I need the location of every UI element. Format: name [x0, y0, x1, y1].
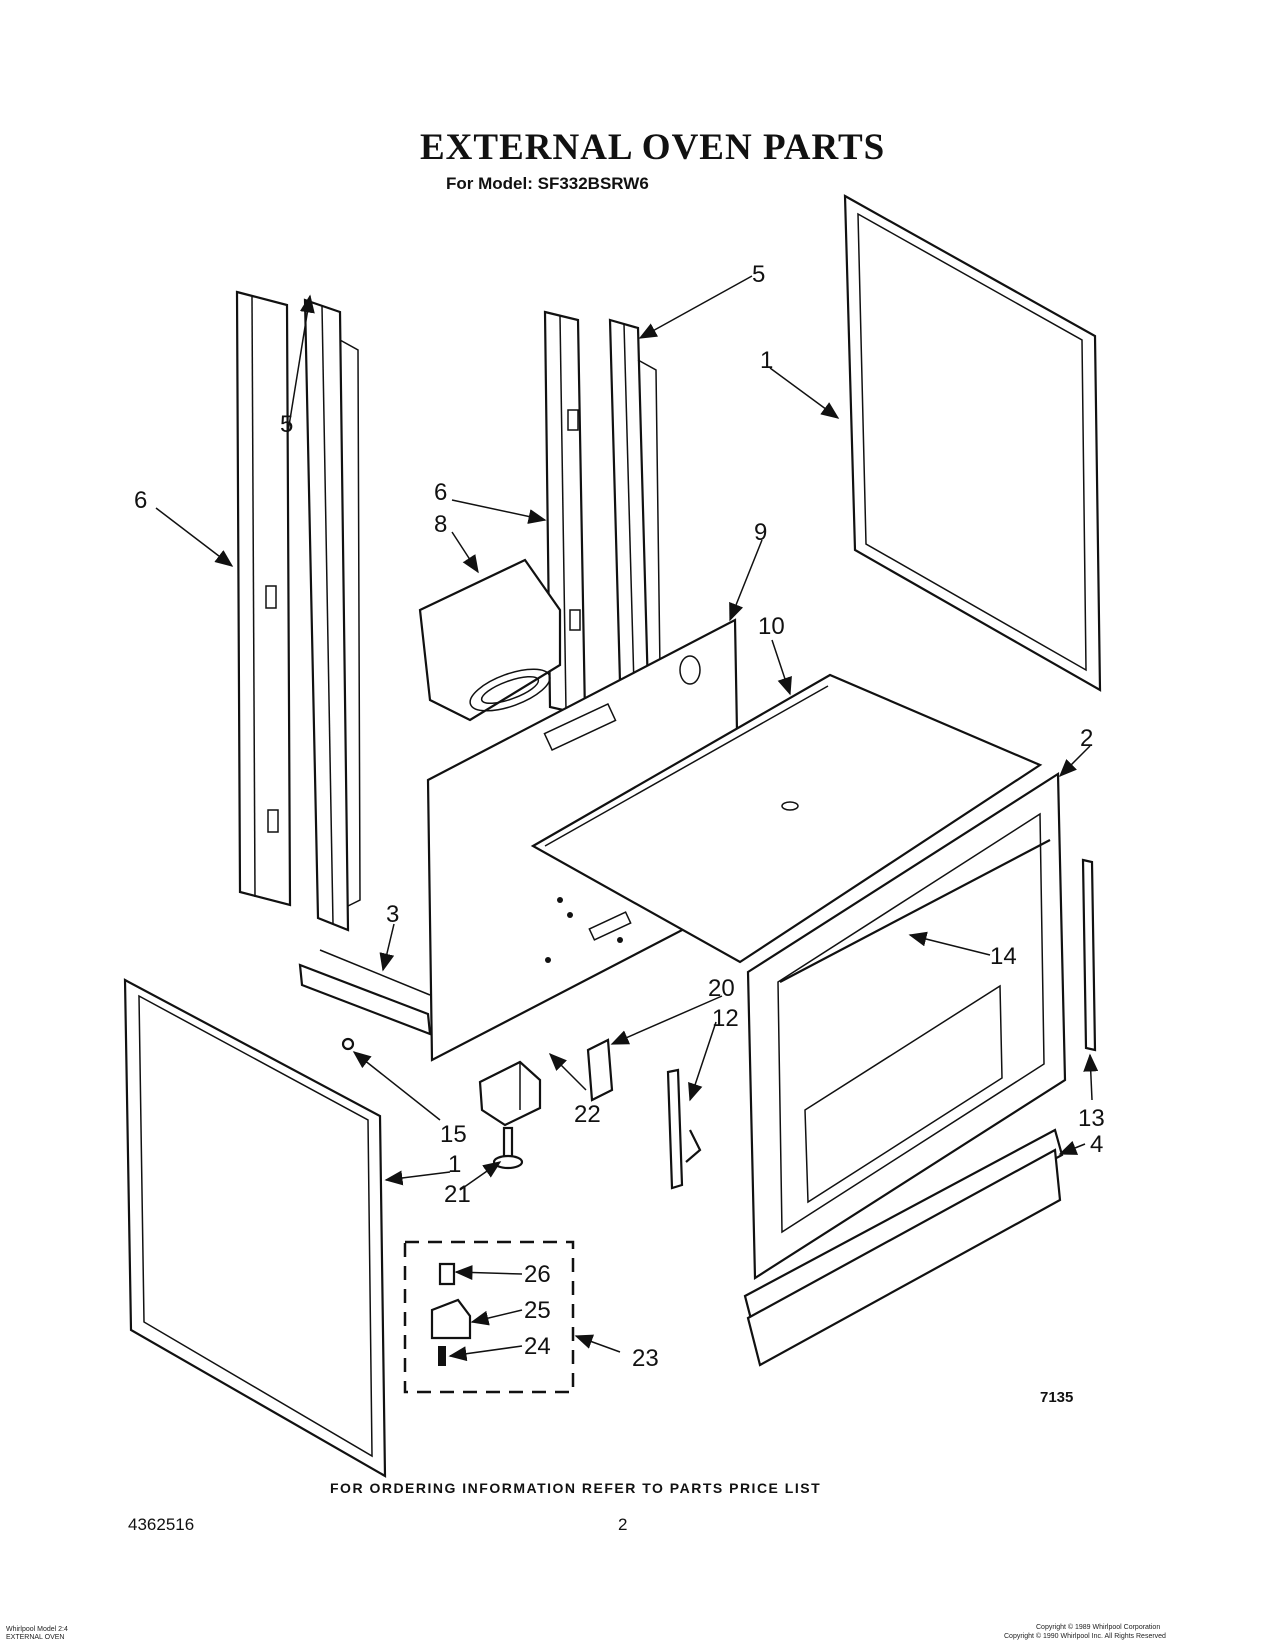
footer-small-right-1: Copyright © 1989 Whirlpool Corporation	[1036, 1624, 1161, 1631]
kit-box-23	[403, 1240, 575, 1394]
oven-front-frame-2	[746, 772, 1067, 1280]
side-strip-13	[1081, 858, 1097, 1052]
callout-14: 14	[990, 943, 1017, 970]
document-number: 4362516	[128, 1515, 195, 1534]
callout-4: 4	[1090, 1131, 1103, 1158]
figure-number: 7135	[1040, 1389, 1074, 1406]
ordering-note: FOR ORDERING INFORMATION REFER TO PARTS …	[330, 1480, 822, 1496]
callout-24: 24	[524, 1333, 551, 1360]
callout-21: 21	[444, 1181, 471, 1208]
footer-small-right-2: Copyright © 1990 Whirlpool Inc. All Righ…	[1004, 1633, 1166, 1640]
oven-top-panel-10	[530, 673, 1043, 964]
left-bracket-5	[303, 298, 361, 932]
vent-duct-8	[418, 558, 562, 722]
hinge-bracket-20	[586, 1038, 614, 1102]
callout-9: 9	[754, 519, 767, 546]
bottom-trim-4	[743, 1128, 1064, 1367]
callout-8: 8	[434, 511, 447, 538]
callout-5b: 5	[280, 411, 293, 438]
callout-1b: 1	[448, 1151, 461, 1178]
footer-small-left-2: EXTERNAL OVEN	[6, 1634, 65, 1641]
callout-20: 20	[708, 975, 735, 1002]
callout-6b: 6	[434, 479, 447, 506]
callout-5a: 5	[752, 261, 765, 288]
callout-23: 23	[632, 1345, 659, 1372]
page-title: EXTERNAL OVEN PARTS	[420, 127, 886, 168]
leader-arrows	[155, 275, 1099, 1362]
model-subtitle: For Model: SF332BSRW6	[446, 174, 649, 193]
callout-13: 13	[1078, 1105, 1105, 1132]
callout-3: 3	[386, 901, 399, 928]
callout-26: 26	[524, 1261, 551, 1288]
left-bracket-6	[235, 290, 292, 907]
callout-10: 10	[758, 613, 785, 640]
callout-labels: 5 1 5 6 6 8 9 10 2 3 14 20 12 13 4 15 22…	[134, 261, 1105, 1372]
side-panel-right	[843, 194, 1102, 692]
callout-12: 12	[712, 1005, 739, 1032]
callout-2: 2	[1080, 725, 1093, 752]
center-bracket-5	[608, 318, 661, 692]
front-bar-14	[779, 839, 1051, 983]
footer-small-left-1: Whirlpool Model 2:4	[6, 1626, 68, 1633]
lower-bracket-3	[298, 949, 432, 1036]
leveling-leg-21	[492, 1126, 524, 1170]
callout-15: 15	[440, 1121, 467, 1148]
callout-25: 25	[524, 1297, 551, 1324]
bottom-block-22	[478, 1060, 542, 1127]
page-number: 2	[618, 1515, 628, 1534]
callout-6a: 6	[134, 487, 147, 514]
callout-22: 22	[574, 1101, 601, 1128]
plug-15	[341, 1037, 355, 1051]
callout-1a: 1	[760, 347, 773, 374]
side-panel-left	[123, 978, 387, 1478]
hinge-12	[666, 1068, 702, 1190]
